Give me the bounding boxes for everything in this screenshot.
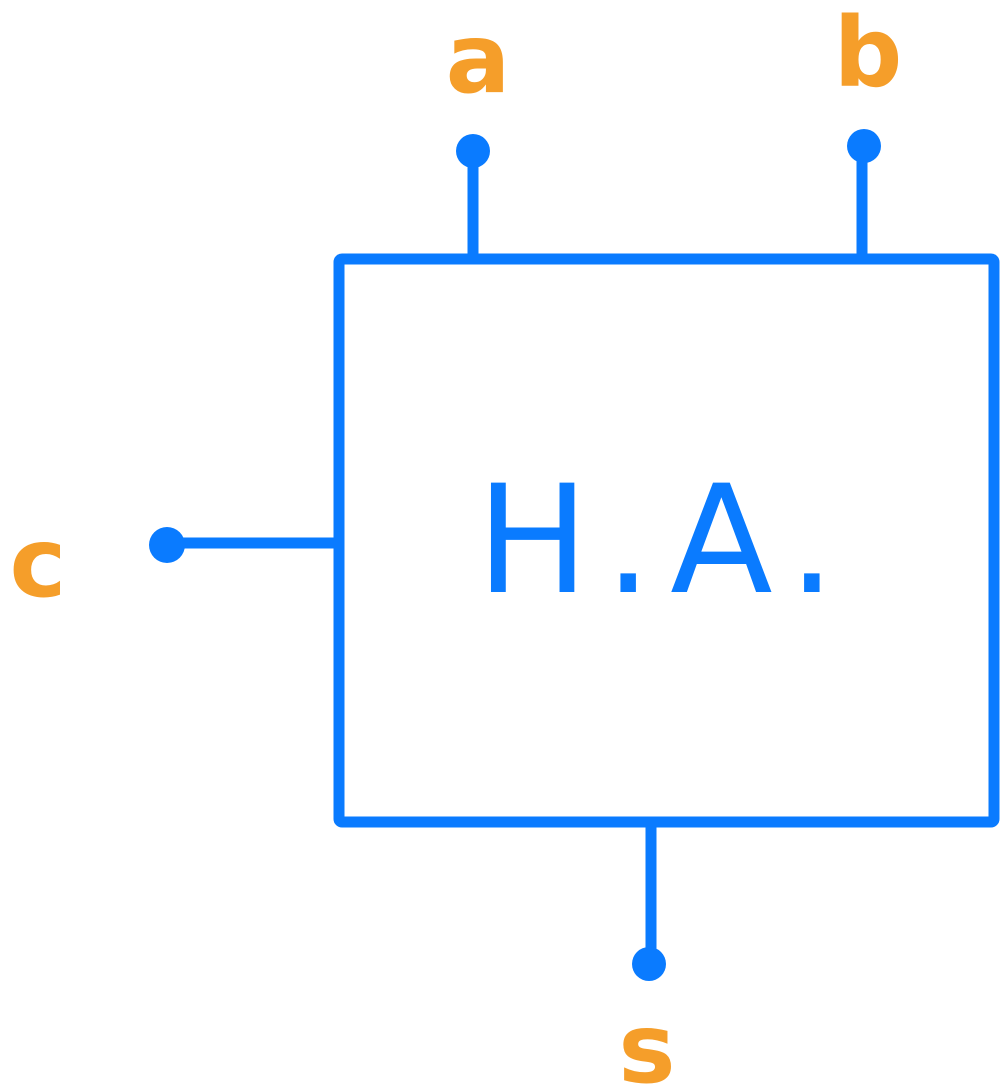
input-a-pin xyxy=(456,134,490,168)
output-c-pin xyxy=(149,527,185,563)
port-label-c: c xyxy=(10,507,67,619)
port-label-b: b xyxy=(834,0,903,109)
port-label-s: s xyxy=(618,993,675,1090)
port-label-a: a xyxy=(446,3,511,115)
half-adder-block xyxy=(333,253,1000,828)
block-label: H.A. xyxy=(476,454,854,628)
output-s-pin xyxy=(632,947,666,981)
input-b-pin xyxy=(847,129,881,163)
